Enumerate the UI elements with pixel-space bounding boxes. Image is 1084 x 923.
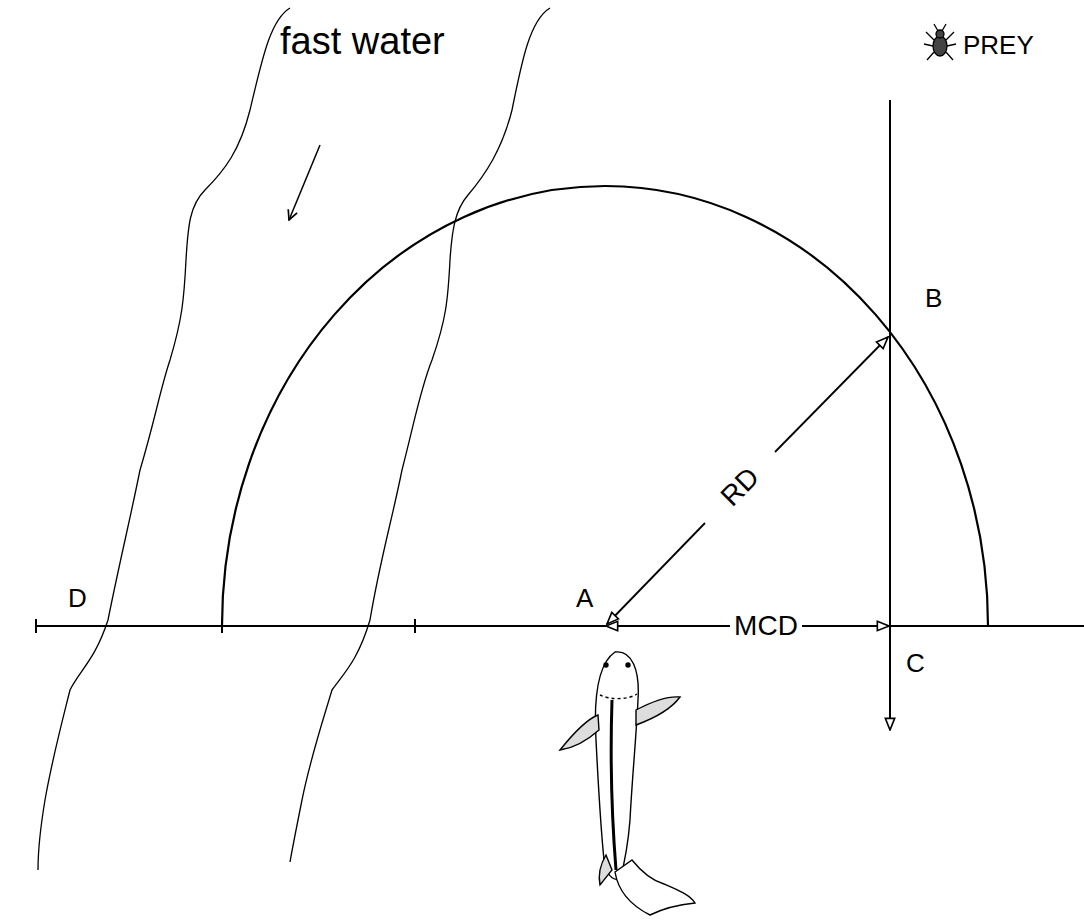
mcd-line bbox=[606, 625, 715, 627]
mcd-line bbox=[818, 625, 889, 627]
point-label: D bbox=[68, 585, 87, 611]
distance-label: RD bbox=[712, 459, 769, 516]
rd-line bbox=[607, 523, 705, 624]
prey-drift-line bbox=[889, 100, 891, 730]
point-label: C bbox=[906, 650, 925, 676]
current-arrow bbox=[289, 145, 320, 220]
water-edge bbox=[290, 8, 550, 862]
baseline bbox=[35, 625, 1084, 627]
fish bbox=[560, 652, 695, 915]
prey-icon bbox=[924, 24, 956, 60]
ticks bbox=[36, 619, 415, 633]
rd-line bbox=[775, 337, 888, 452]
distance-label: MCD bbox=[730, 610, 802, 642]
water-edge bbox=[38, 8, 290, 870]
point-label: B bbox=[925, 285, 942, 311]
prey-label: PREY bbox=[963, 32, 1034, 58]
region-label: fast water bbox=[280, 22, 445, 60]
point-label: A bbox=[576, 585, 593, 611]
reaction-arc bbox=[222, 186, 988, 626]
